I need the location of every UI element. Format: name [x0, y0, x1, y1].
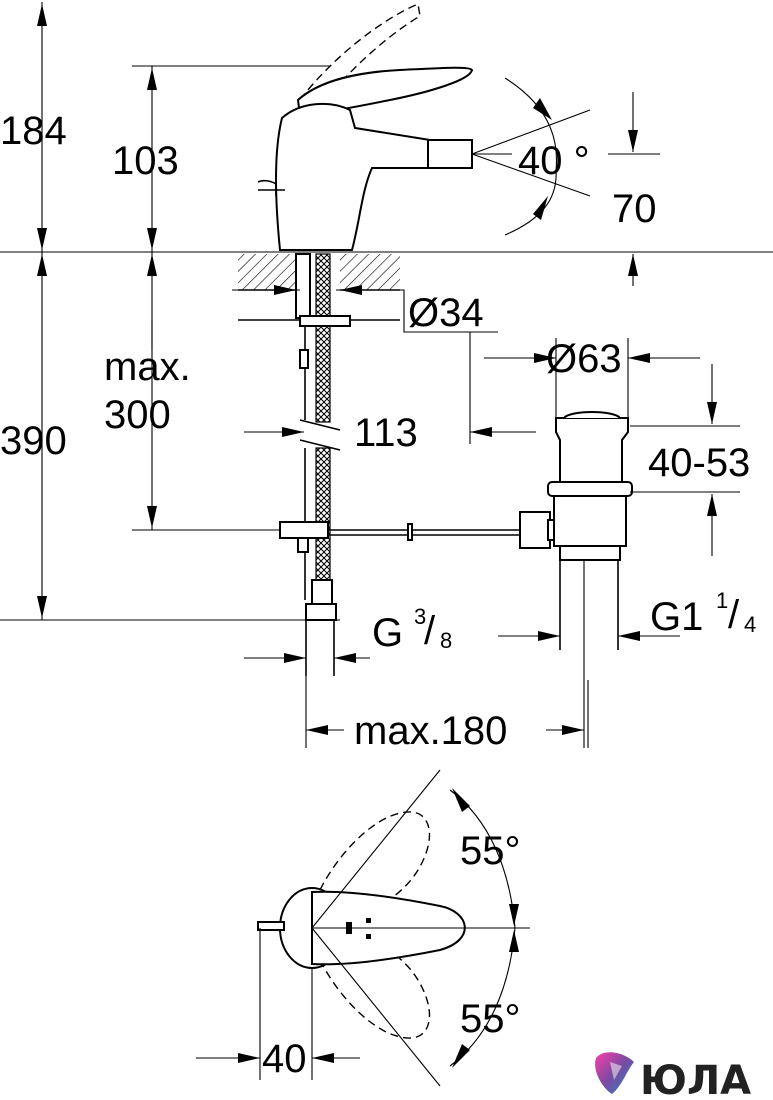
angle-40-arc — [504, 77, 558, 236]
label-g38-slash: / — [424, 609, 436, 653]
label-70: 70 — [612, 187, 657, 231]
dimension-line-113 — [244, 332, 536, 444]
label-40deg: 40 ° — [518, 139, 590, 183]
label-d34: Ø34 — [408, 291, 484, 335]
pop-up-waste — [328, 411, 633, 748]
label-184: 184 — [0, 109, 67, 153]
label-max: max. — [104, 345, 191, 389]
dimension-line-d34 — [232, 285, 498, 333]
label-g38-numerator: 3 — [414, 604, 426, 629]
label-g114-denominator: 4 — [744, 612, 756, 637]
label-g114-numerator: 1 — [716, 588, 728, 613]
label-g114-slash: / — [728, 593, 740, 637]
label-g38-denominator: 8 — [440, 628, 452, 653]
dimension-line-40 — [196, 928, 360, 1080]
label-300: 300 — [104, 393, 171, 437]
yula-logo-icon — [595, 1052, 634, 1094]
label-g114-main: G1 — [650, 595, 703, 639]
dimension-line-g114 — [498, 631, 680, 641]
label-g38-main: G — [372, 611, 403, 655]
dimension-line-40-53 — [630, 364, 740, 556]
watermark-text: ЮЛА — [640, 1058, 751, 1100]
label-max180: max.180 — [354, 709, 507, 753]
label-d63: Ø63 — [546, 337, 622, 381]
label-390: 390 — [0, 419, 67, 463]
label-55-bottom: 55° — [460, 997, 521, 1041]
faucet-side-view — [257, 3, 591, 251]
dimension-line-184-390 — [0, 2, 773, 621]
label-40-53: 40-53 — [648, 441, 750, 485]
label-40: 40 — [262, 1037, 307, 1081]
supply-hoses — [279, 253, 351, 676]
dimension-line-max180 — [305, 676, 589, 748]
label-103: 103 — [112, 139, 179, 183]
label-113: 113 — [354, 411, 418, 455]
dimension-line-d63 — [484, 338, 700, 418]
dimension-line-70 — [608, 92, 660, 286]
dimension-line-g38 — [244, 653, 370, 663]
faucet-top-view — [257, 769, 530, 1087]
dimension-line-103-300 — [132, 65, 330, 531]
label-55-top: 55° — [460, 829, 521, 873]
